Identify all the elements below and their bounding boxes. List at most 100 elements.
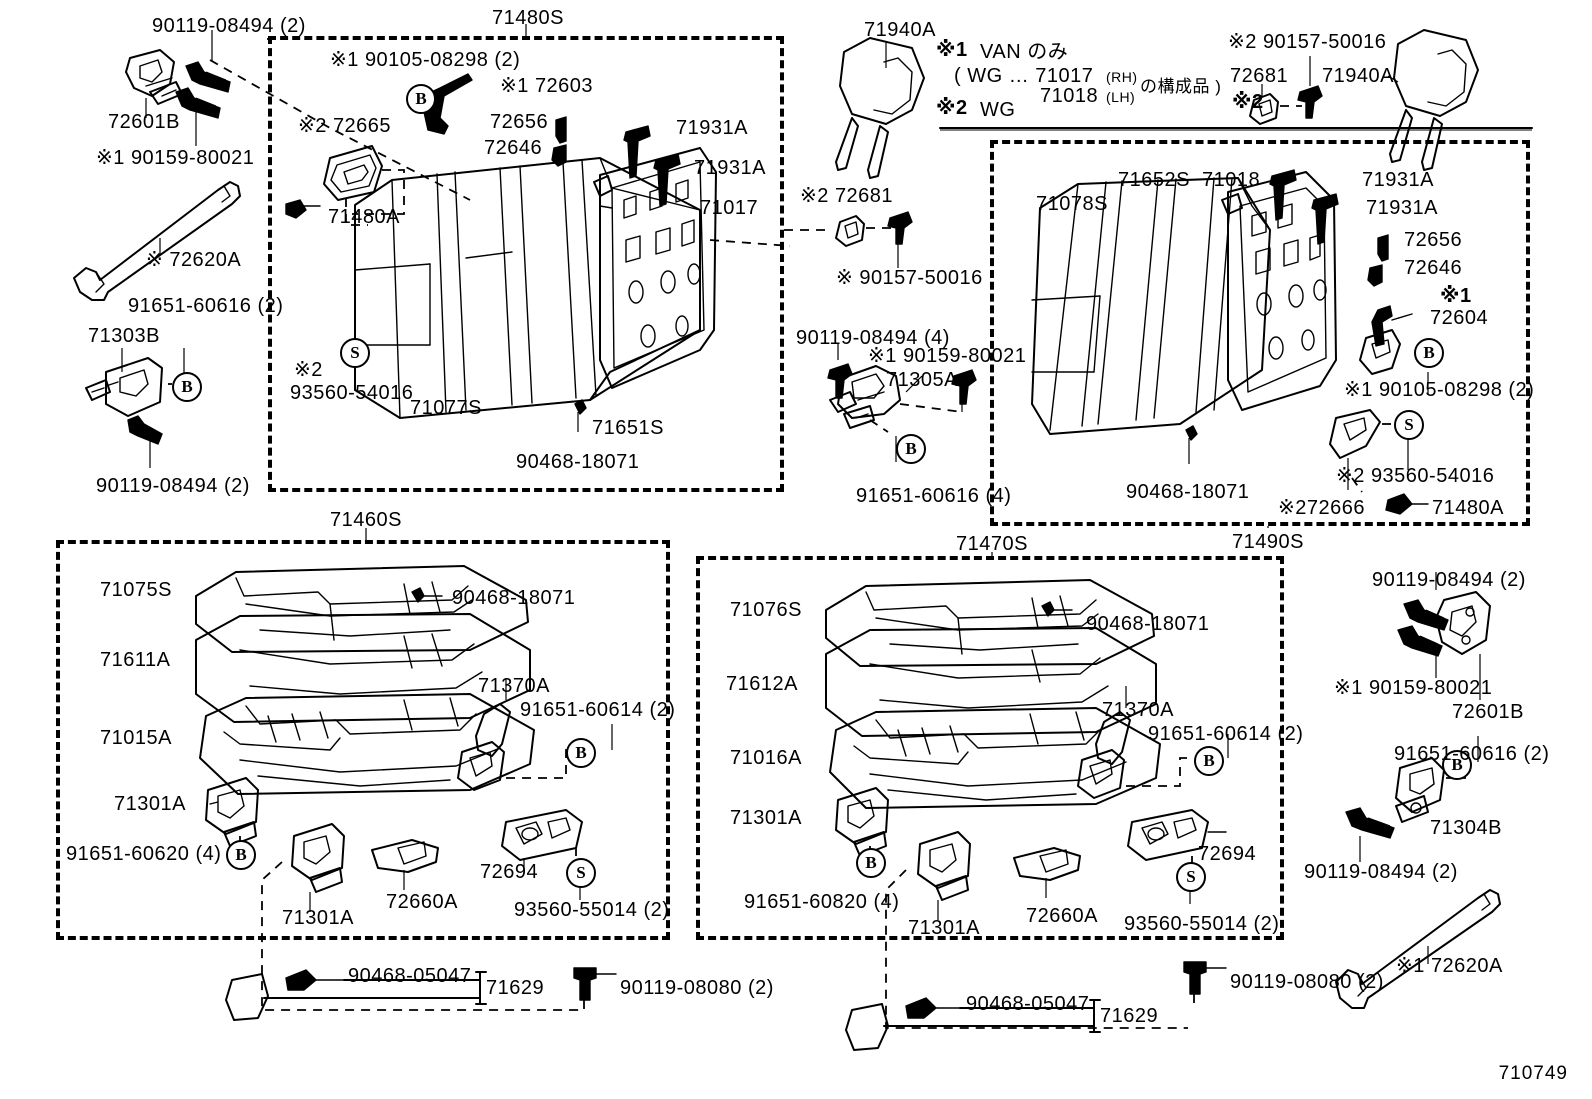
label-90468-05047-right: 90468-05047 — [966, 993, 1090, 1015]
art-bolt-90159-80021-right — [1397, 625, 1443, 657]
badge-b-bottom-left-2: B — [566, 738, 596, 768]
art-bracket-93560-54016-r — [1329, 409, 1381, 459]
label-90157-50016-right: ※2 90157-50016 — [1228, 31, 1387, 53]
art-hinge-71301A-br2 — [917, 831, 971, 901]
label-72681-right: 72681 — [1230, 65, 1289, 87]
art-bolt-90119-08080-left — [573, 967, 597, 1001]
label-71370A-bl: 71370A — [478, 675, 550, 697]
art-part-72660A-br — [1013, 847, 1081, 881]
label-mark1-tr: ※1 — [1440, 285, 1472, 307]
art-bolt-90119-08494-br-outer — [1345, 807, 1395, 839]
art-bolt-90159-80021-tl — [175, 87, 221, 119]
art-part-72694-bl — [501, 809, 583, 861]
group-frame-71460S — [56, 540, 670, 940]
label-71940A-right: 71940A — [1322, 65, 1394, 87]
label-72601B-left: 72601B — [108, 111, 180, 133]
art-headrest-stay-71931A-3 — [1269, 169, 1297, 221]
label-71301A-br2: 71301A — [908, 917, 980, 939]
art-cushion-frame-71611A — [195, 613, 531, 723]
label-71611A: 71611A — [100, 649, 171, 671]
art-handle-71370A-bl — [457, 703, 511, 791]
label-71016A: 71016A — [730, 747, 802, 769]
label-72666: ※272666 — [1278, 497, 1365, 519]
group-frame-71470S — [696, 556, 1284, 940]
label-91651-60820: 91651-60820 (4) — [744, 891, 900, 913]
label-91651-60614-br: 91651-60614 (2) — [1148, 723, 1304, 745]
note-mark-2: ※2 — [936, 97, 968, 119]
art-clip-72656-r — [1377, 234, 1389, 262]
label-71480A-left: 71480A — [328, 206, 400, 228]
art-bolt-90119-08494-tr-outer — [1403, 599, 1449, 631]
badge-s-bottom-right: S — [1176, 862, 1206, 892]
art-headrest-stay-71931A-4 — [1311, 193, 1339, 245]
art-gas-stay-72620A-left — [73, 181, 241, 301]
label-90159-80021-left: ※1 90159-80021 — [96, 147, 255, 169]
label-90468-05047-left: 90468-05047 — [348, 965, 472, 987]
label-91651-60614-bl: 91651-60614 (2) — [520, 699, 676, 721]
label-71612A: 71612A — [726, 673, 798, 695]
art-bracket-71305A — [829, 365, 901, 429]
label-72620A-left: ※ 72620A — [146, 249, 242, 271]
art-bushing-72681-right — [1249, 93, 1279, 125]
art-part-72694-br — [1127, 809, 1209, 861]
label-72604: 72604 — [1430, 307, 1489, 329]
label-71076S: 71076S — [730, 599, 802, 621]
label-71651S: 71651S — [592, 417, 664, 439]
art-clip-90468-05047-right — [905, 997, 937, 1019]
art-headrest-stay-71931A-2 — [653, 153, 681, 207]
note-text-3: 71018 — [1040, 85, 1099, 107]
art-dash-72665-71480A — [345, 198, 368, 226]
label-72601B-right: 72601B — [1452, 701, 1524, 723]
art-clip-72656 — [555, 116, 567, 144]
badge-b-bottom-right-2: B — [1194, 746, 1224, 776]
group-title-71490S: 71490S — [1232, 531, 1304, 553]
label-72694-br: 72694 — [1198, 843, 1257, 865]
note-tail-3: の構成品 ) — [1140, 77, 1222, 96]
title-gap-4 — [928, 530, 1040, 556]
label-72665: ※2 72665 — [298, 115, 392, 137]
label-72694-bl: 72694 — [480, 861, 539, 883]
label-93560-55014-br: 93560-55014 (2) — [1124, 913, 1280, 935]
art-hinge-71301A-bl2 — [291, 823, 345, 893]
group-title-71470S: 71470S — [956, 533, 1028, 555]
label-71305A: 71305A — [886, 369, 958, 391]
label-72620A-right: ※1 72620A — [1396, 955, 1503, 977]
label-71480A-right: 71480A — [1432, 497, 1504, 519]
art-headrest-left-71940A — [835, 37, 925, 179]
art-clip-72646-r — [1367, 264, 1383, 287]
note-text-2: ( WG … 71017 — [954, 65, 1094, 87]
badge-b-center: B — [896, 434, 926, 464]
art-bolt-90157-50016-c — [887, 211, 913, 245]
art-clip-72646 — [551, 144, 567, 167]
art-lead-headrest-right — [1387, 75, 1399, 83]
label-90119-08494-ro1: 90119-08494 (2) — [1372, 569, 1526, 591]
label-90468-18071-bl: 90468-18071 — [452, 587, 576, 609]
badge-s-top-left: S — [340, 338, 370, 368]
art-headrest-stay-71931A-1 — [623, 125, 651, 179]
label-71370A-br: 71370A — [1102, 699, 1174, 721]
group-title-71480S: 71480S — [492, 7, 564, 29]
label-71304B: 71304B — [1430, 817, 1502, 839]
art-clip-90468-18071-bl — [411, 587, 425, 603]
art-clip-71480A-right — [1385, 493, 1413, 515]
title-gap-1 — [460, 4, 590, 34]
label-72656: 72656 — [490, 111, 549, 133]
art-cap-71629-right — [845, 1003, 889, 1051]
label-71075S: 71075S — [100, 579, 172, 601]
label-71629-left: 71629 — [486, 977, 545, 999]
note-text-4: WG — [980, 99, 1016, 121]
art-clip-72603 — [423, 73, 473, 135]
label-71015A: 71015A — [100, 727, 172, 749]
note-mark-1: ※1 — [936, 39, 968, 61]
art-bolt-90119-08494-bl — [127, 415, 163, 445]
label-72646: 72646 — [484, 137, 543, 159]
art-clip-90468-05047-left — [285, 969, 317, 991]
label-91651-60616-left: 91651-60616 (2) — [128, 295, 284, 317]
title-gap-2 — [1200, 527, 1310, 553]
label-90159-80021-center: ※1 90159-80021 — [868, 345, 1027, 367]
art-bolt-90159-80021-c — [951, 369, 977, 405]
group-title-71460S: 71460S — [330, 509, 402, 531]
label-90119-08080-right: 90119-08080 (2) — [1230, 971, 1384, 993]
